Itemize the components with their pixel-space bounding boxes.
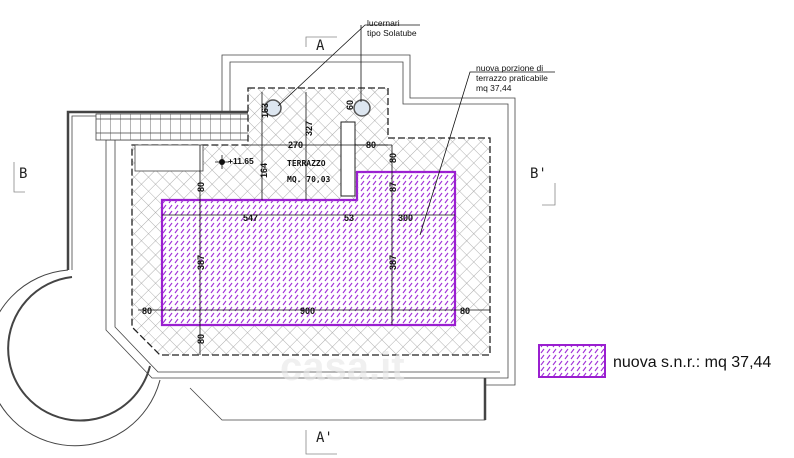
skylight-icon: [353, 99, 371, 117]
room-area: MQ. 70,03: [287, 175, 331, 184]
elevation-marker: +11.65: [215, 155, 254, 169]
column: [340, 121, 356, 197]
dim-387-left: 387: [196, 255, 206, 270]
dim-163: 163: [260, 103, 270, 118]
dim-80-left-v: 80: [196, 182, 206, 192]
stairs: [95, 113, 251, 141]
dim-80-bottom-v: 80: [196, 334, 206, 344]
dim-60: 60: [345, 100, 355, 110]
dimension-labels: 163 327 60 270 80 164 80 87 80 547 53 30…: [142, 100, 470, 344]
dim-387-right: 387: [388, 255, 398, 270]
legend: nuova s.n.r.: mq 37,44: [538, 344, 771, 378]
new-portion-note-line1: nuova porzione di: [476, 63, 543, 73]
dim-164: 164: [259, 163, 269, 178]
legend-label: nuova s.n.r.: mq 37,44: [613, 354, 771, 371]
section-marker-a: A: [316, 38, 325, 54]
watermark: casa.it: [280, 345, 405, 389]
section-marker-a-prime: A': [316, 430, 333, 446]
new-portion-note-line3: mq 37,44: [476, 83, 512, 93]
skylights-note-line1: lucernari: [367, 18, 400, 28]
section-marker-b-prime: B': [530, 166, 547, 182]
dim-270: 270: [288, 140, 303, 150]
dimension-lines: [138, 92, 490, 355]
skylight-icon: [264, 99, 282, 117]
terrace-notch: [134, 144, 204, 172]
dim-80-right-v: 80: [388, 153, 398, 163]
dim-900: 900: [300, 306, 315, 316]
dim-80-right-h: 80: [460, 306, 470, 316]
outer-walls: [0, 54, 516, 447]
dim-80-left-h: 80: [142, 306, 152, 316]
section-marker-b: B: [19, 166, 27, 182]
dim-547: 547: [243, 213, 258, 223]
elevation-label: +11.65: [228, 156, 254, 166]
room-name: TERRAZZO: [287, 159, 326, 168]
dim-80-top: 80: [366, 140, 376, 150]
skylights-note-line2: tipo Solatube: [367, 28, 417, 38]
section-marker-lines: [13, 36, 556, 455]
dim-300: 300: [398, 213, 413, 223]
new-portion-note-line2: terrazzo praticabile: [476, 73, 548, 83]
dim-87: 87: [388, 182, 398, 192]
dim-327: 327: [304, 121, 314, 136]
dim-53: 53: [344, 213, 354, 223]
leader-lines: [277, 24, 555, 236]
